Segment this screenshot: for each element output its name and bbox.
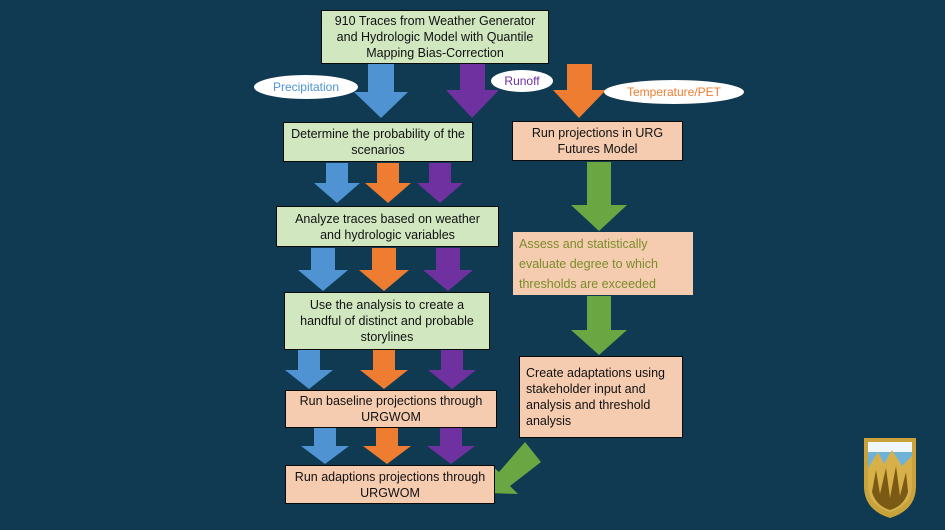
precipitation-arrow-row3 [298, 248, 348, 291]
precipitation-arrow-row4 [285, 350, 333, 389]
temperature-arrow-row4 [360, 350, 408, 389]
analyze-traces-box: Analyze traces based on weather and hydr… [276, 206, 499, 247]
flow-arrow-right-2 [571, 296, 627, 355]
storylines-box: Use the analysis to create a handful of … [284, 292, 490, 350]
precipitation-arrow-row2 [314, 163, 360, 203]
reclamation-shield-icon [864, 438, 916, 518]
adaptions-projections-box: Run adaptions projections through URGWOM [285, 465, 495, 504]
precipitation-arrow-top [354, 64, 408, 118]
precipitation-arrow-row5 [301, 428, 349, 464]
runoff-arrow-row3 [423, 248, 473, 291]
runoff-arrow-top [446, 64, 499, 118]
temperature-arrow-row3 [359, 248, 409, 291]
temperature-label: Temperature/PET [604, 80, 744, 104]
temperature-arrow-top [553, 64, 606, 118]
top-box-traces: 910 Traces from Weather Generator and Hy… [321, 10, 549, 64]
runoff-arrow-row2 [417, 163, 463, 203]
temperature-arrow-row5 [363, 428, 411, 464]
create-adaptations-box: Create adaptations using stakeholder inp… [519, 356, 683, 438]
probability-box: Determine the probability of the scenari… [283, 122, 473, 162]
temperature-arrow-row2 [365, 163, 411, 203]
urg-futures-box: Run projections in URG Futures Model [512, 121, 683, 161]
flow-arrow-right-1 [571, 162, 627, 231]
runoff-label: Runoff [491, 70, 553, 92]
runoff-arrow-row5 [427, 428, 475, 464]
flow-arrow-diagonal [489, 442, 541, 494]
runoff-arrow-row4 [428, 350, 476, 389]
baseline-projections-box: Run baseline projections through URGWOM [285, 390, 497, 428]
precipitation-label: Precipitation [254, 75, 358, 99]
assess-thresholds-box: Assess and statistically evaluate degree… [513, 232, 693, 295]
